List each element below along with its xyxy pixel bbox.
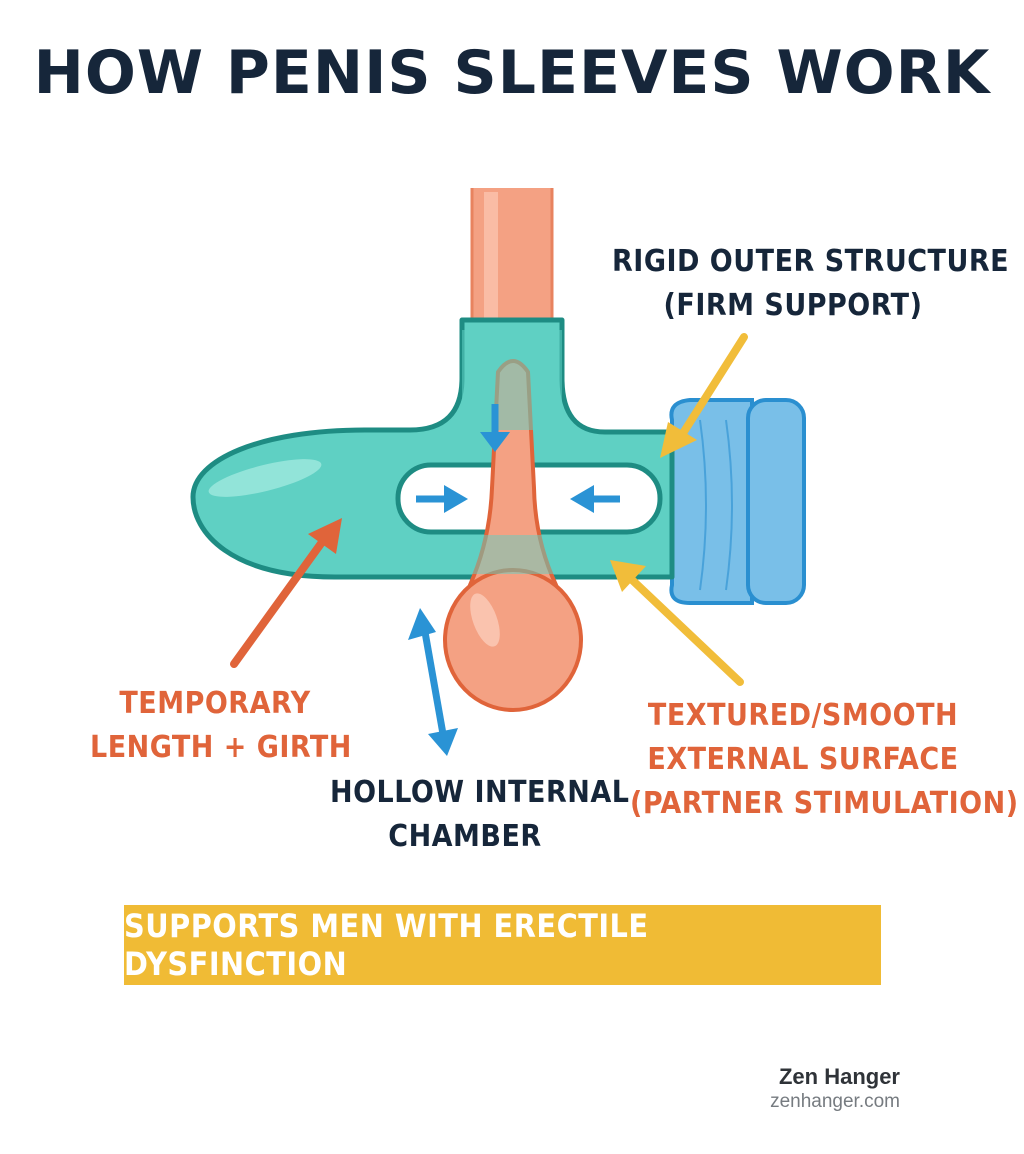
- sleeve-body: [190, 317, 675, 580]
- compression-arrow-icon: [416, 404, 620, 513]
- sleeve-overlay: [462, 330, 562, 430]
- brand-name: Zen Hanger: [778, 1064, 900, 1089]
- double-arrow-icon: [408, 608, 458, 756]
- label-textured-smooth-surface: TEXTURED/SMOOTH EXTERNAL SURFACE (PARTNE…: [630, 694, 1019, 826]
- page-title: HOW PENIS SLEEVES WORK: [33, 38, 991, 108]
- label-line: RIGID OUTER STRUCTURE: [612, 244, 1010, 279]
- base-ring: [669, 398, 806, 605]
- label-line: (FIRM SUPPORT): [663, 288, 923, 323]
- summary-banner: SUPPORTS MEN WITH ERECTILE DYSFINCTION: [124, 905, 881, 985]
- label-line: TEXTURED/SMOOTH: [647, 698, 959, 733]
- pointer-arrow-icon-length: [230, 518, 342, 668]
- label-line: EXTERNAL SURFACE: [647, 742, 959, 777]
- banner-text: SUPPORTS MEN WITH ERECTILE DYSFINCTION: [124, 907, 649, 983]
- glans: [443, 359, 583, 712]
- label-rigid-outer-structure: RIGID OUTER STRUCTURE (FIRM SUPPORT): [612, 240, 1010, 328]
- label-line: TEMPORARY: [119, 686, 311, 721]
- brand-footer: Zen Hanger zenhanger.com: [770, 1064, 900, 1113]
- label-line: HOLLOW INTERNAL: [330, 775, 630, 810]
- pointer-arrow-icon-surface: [610, 560, 744, 686]
- pointer-arrow-icon: [660, 333, 748, 458]
- label-line: CHAMBER: [388, 819, 542, 854]
- label-hollow-internal-chamber: HOLLOW INTERNAL CHAMBER: [330, 771, 630, 859]
- label-line: LENGTH + GIRTH: [90, 730, 352, 765]
- label-temporary-length-girth: TEMPORARY LENGTH + GIRTH: [90, 682, 352, 770]
- label-line: (PARTNER STIMULATION): [630, 786, 1019, 821]
- sleeve-overlay-lower: [466, 535, 560, 574]
- brand-url[interactable]: zenhanger.com: [770, 1091, 900, 1112]
